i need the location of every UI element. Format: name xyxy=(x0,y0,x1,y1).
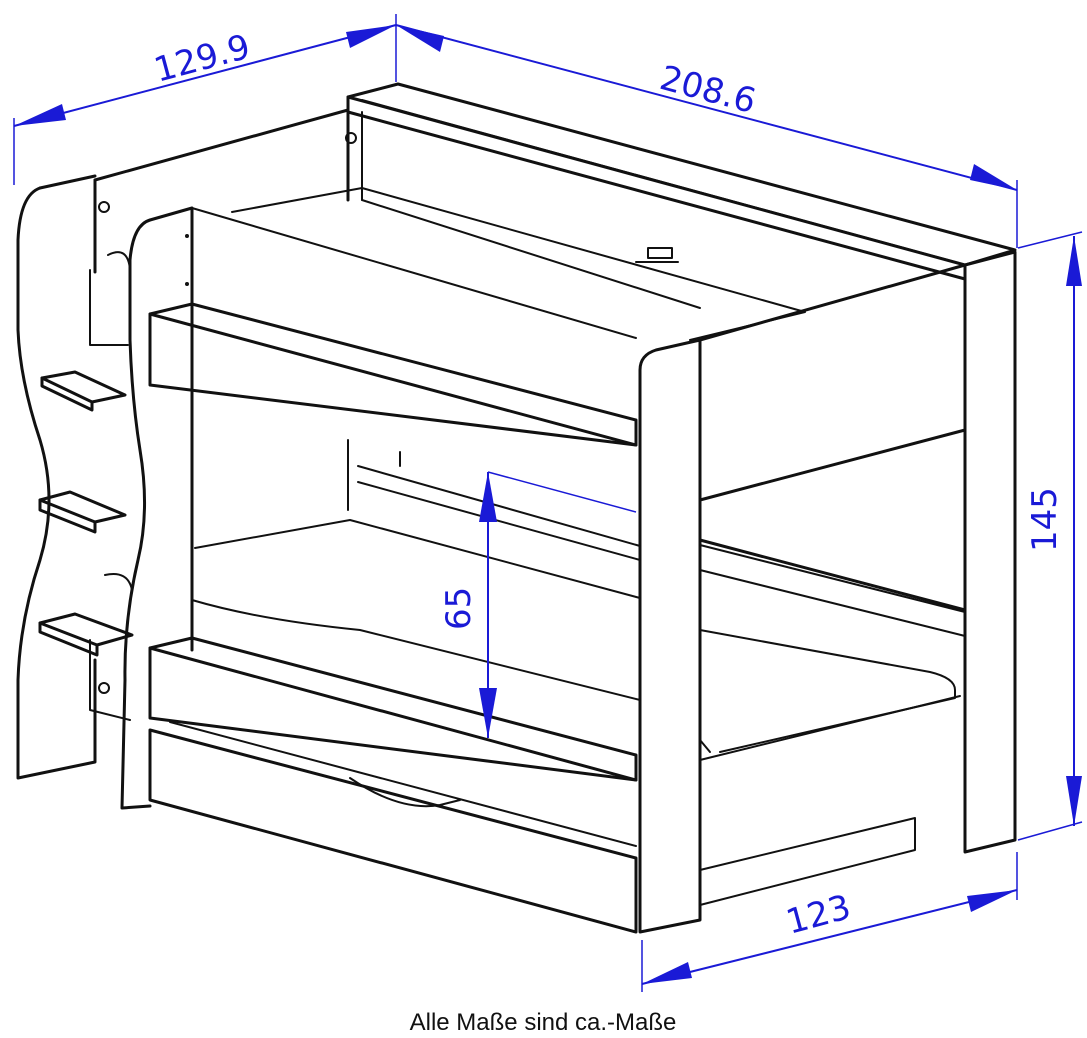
dimension-depth: 129.9 xyxy=(13,24,397,127)
dimension-depth-label: 129.9 xyxy=(150,27,254,91)
bunk-bed-outline xyxy=(16,82,1017,934)
dimension-height-label: 145 xyxy=(1025,487,1065,552)
dimension-height: 145 xyxy=(1025,236,1082,826)
dimension-clearance-label: 65 xyxy=(439,587,479,630)
dimension-lines xyxy=(13,14,1083,992)
caption-text: Alle Maße sind ca.-Maße xyxy=(410,1009,677,1036)
dimension-width-lower: 123 xyxy=(641,887,1018,985)
dimension-clearance: 65 xyxy=(439,471,637,738)
dimension-length-label: 208.6 xyxy=(656,58,760,122)
